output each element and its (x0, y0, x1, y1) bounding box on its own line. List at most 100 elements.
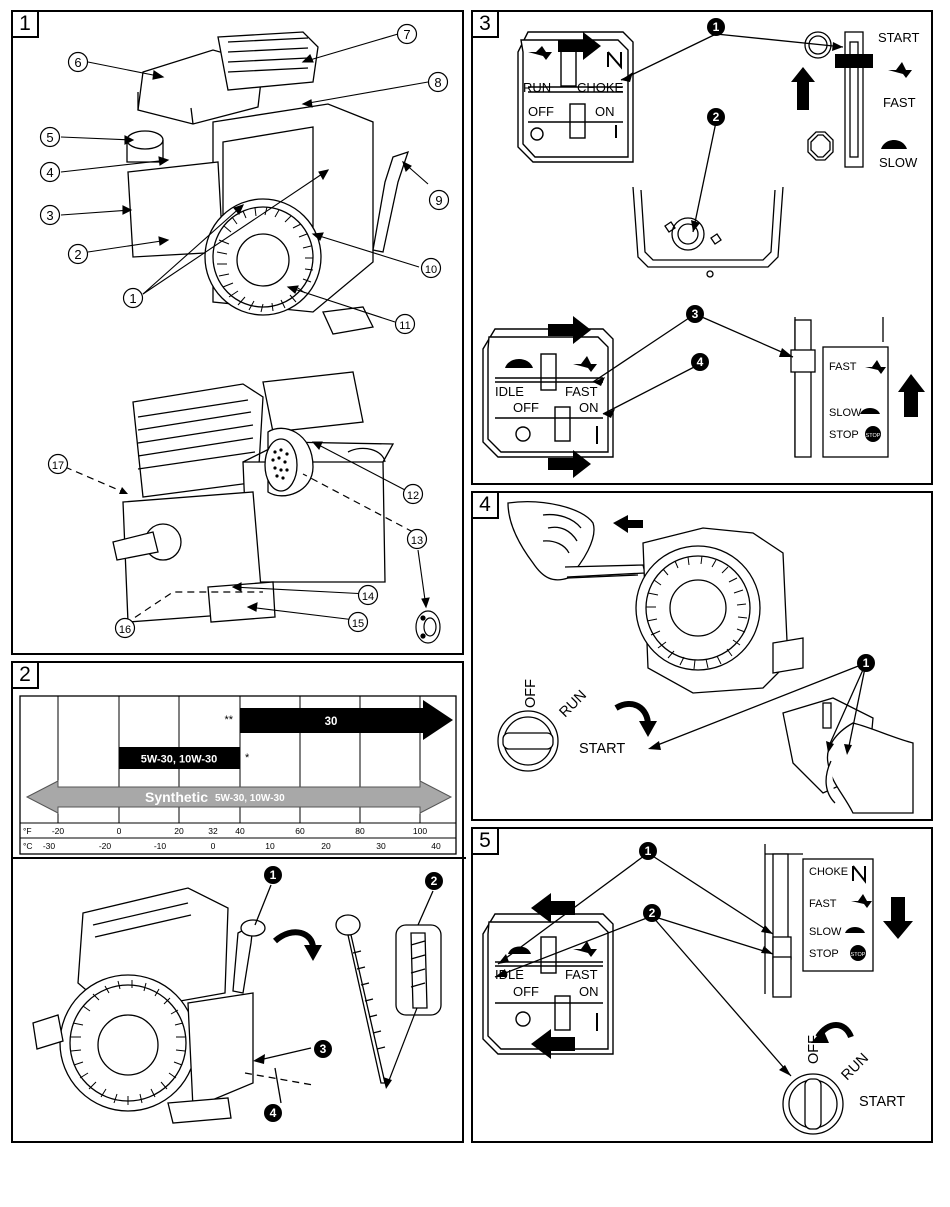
dashed-leaders (64, 466, 414, 625)
label-on-plate: ON (579, 984, 599, 999)
dipstick-leader (387, 1007, 418, 1084)
callout-1-num: 1 (129, 291, 136, 306)
callouts-panel-2 (264, 866, 443, 1122)
callout-numbers-panel-5: 1 2 (645, 844, 656, 920)
callout-5-num: 5 (46, 130, 53, 145)
leader-lines (60, 33, 430, 621)
double-star-mark: ** (224, 714, 233, 726)
oil-viscosity-chart: 30 ** 5W-30, 10W-30 * Synthetic 5W-30, 1… (13, 695, 466, 1124)
c-tick: -30 (43, 841, 56, 851)
callout-10 (420, 257, 442, 279)
callout-10-num: 10 (425, 264, 437, 276)
callout-15-num: 15 (352, 618, 364, 630)
leader-to-lever-a (827, 662, 867, 749)
engine-fan-fins-p2 (70, 980, 186, 1105)
left-arrow-upper (531, 893, 575, 923)
engine-top-view (632, 186, 784, 278)
f-tick: -20 (52, 826, 65, 836)
callout-12-num: 12 (407, 490, 419, 502)
callout-6 (67, 51, 89, 73)
callout-2-num: 2 (649, 906, 656, 920)
panel-number: 3 (473, 12, 499, 38)
label-on-bottom: ON (579, 400, 599, 415)
label-fast-bottom: FAST (565, 384, 598, 399)
leader-to-lever-b (847, 662, 867, 752)
callout-2 (67, 243, 89, 265)
rabbit-icon-bottom (573, 356, 597, 372)
callout-14 (357, 584, 379, 606)
up-arrow-bottom (898, 374, 925, 417)
c-tick: -20 (99, 841, 112, 851)
callout-4 (39, 161, 61, 183)
right-arrow-top (558, 32, 601, 60)
rabbit-icon-panel (865, 360, 886, 374)
label-start: START (878, 30, 919, 45)
callouts-panel-1 (39, 23, 450, 639)
choke-icon-p5 (852, 865, 866, 884)
label-choke: CHOKE (577, 80, 624, 95)
label-fast-plate: FAST (565, 967, 598, 982)
c-tick: 20 (321, 841, 331, 851)
label-off-bottom: OFF (513, 400, 539, 415)
label-on: ON (595, 104, 615, 119)
engine-dipstick-drawing (32, 887, 266, 1124)
turtle-icon-bottom (505, 359, 533, 368)
stop-icon-text: STOP (866, 433, 881, 439)
callout-17 (47, 453, 69, 475)
controls-diagram: RUN CHOKE OFF ON START FAST SLOW (482, 18, 925, 478)
callouts-panel-5 (639, 842, 661, 922)
rotate-arrow-p5-head (811, 1029, 829, 1043)
left-arrow-lower (531, 1029, 575, 1059)
leader-3-head (253, 1054, 265, 1064)
callout-4-num: 4 (270, 1106, 277, 1120)
callout-17-num: 17 (52, 460, 64, 472)
callout-numbers-panel-1: 6 7 8 5 4 3 2 9 10 11 1 17 12 13 14 15 1… (46, 27, 442, 636)
rotate-arrow-p4 (614, 701, 651, 726)
callout-4-num: 4 (46, 165, 53, 180)
c-tick: 10 (265, 841, 275, 851)
spark-plug-cap-detail (415, 610, 441, 644)
right-arrow-bottom-upper (548, 316, 591, 344)
f-tick: 40 (235, 826, 245, 836)
callout-2-num: 2 (713, 110, 720, 124)
rotate-arrow-head (304, 945, 322, 961)
callout-numbers-panel-3: 1 2 3 4 (692, 20, 720, 369)
rabbit-icon-right (888, 62, 912, 78)
label-slow-panel: SLOW (809, 926, 842, 938)
callout-5 (39, 126, 61, 148)
label-off-plate: OFF (513, 984, 539, 999)
callout-13-num: 13 (411, 535, 423, 547)
label-run-key: RUN (557, 687, 591, 721)
callout-12 (402, 483, 424, 505)
down-arrow (883, 897, 913, 939)
label-idle: IDLE (495, 967, 524, 982)
hand-pull-rope (507, 501, 646, 581)
f-tick: 80 (355, 826, 365, 836)
callout-3 (39, 204, 61, 226)
callout-1-num: 1 (270, 868, 277, 882)
callout-3-num: 3 (320, 1042, 327, 1056)
turtle-icon-panel (860, 408, 880, 414)
rabbit-icon-p5 (573, 941, 597, 957)
dipstick-drawing (335, 914, 442, 1084)
c-tick: -10 (154, 841, 167, 851)
right-arrow-bottom-lower (548, 450, 591, 478)
callout-numbers-panel-2: 1 2 3 4 (270, 868, 438, 1120)
callout-7-num: 7 (403, 27, 410, 42)
callout-7 (396, 23, 418, 45)
p3-leaders-bottom (592, 313, 794, 415)
panel-2-oil-chart: 2 30 ** 5W-30, 10W-30 * Synthetic 5W-30,… (11, 661, 466, 1143)
c-tick: 0 (211, 841, 216, 851)
panel-3-controls: 3 RUN CHOKE OFF ON (471, 10, 933, 485)
callout-1 (122, 287, 144, 309)
rabbit-icon-panel-p5 (851, 894, 872, 908)
turtle-icon-right (881, 140, 907, 149)
single-star-mark: * (245, 752, 250, 764)
panel-4-starting: 4 OFF RUN START (471, 491, 933, 821)
rotate-arrow-p4-head (639, 721, 657, 737)
callout-1-num: 1 (863, 656, 870, 670)
c-tick: 30 (376, 841, 386, 851)
label-choke-panel: CHOKE (809, 866, 848, 878)
stop-icon-p5 (850, 945, 866, 961)
panel-5-stopping: 5 IDLE FAST OFF ON CH (471, 827, 933, 1143)
